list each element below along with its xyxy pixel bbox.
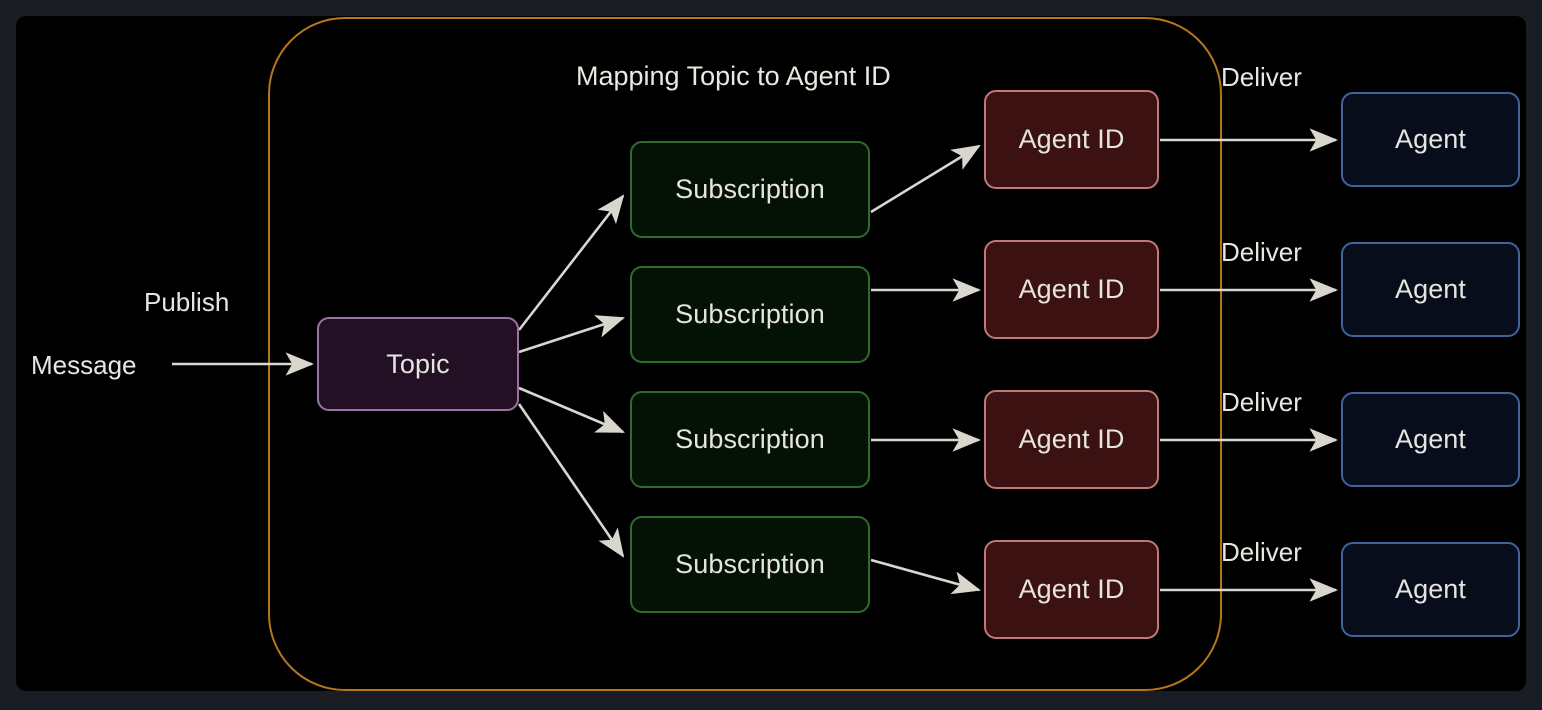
node-subscription-3[interactable]: Subscription — [630, 391, 870, 488]
node-subscription-2[interactable]: Subscription — [630, 266, 870, 363]
deliver-label-3: Deliver — [1221, 387, 1302, 417]
node-agent-4[interactable]: Agent — [1341, 542, 1520, 637]
node-agent-2[interactable]: Agent — [1341, 242, 1520, 337]
diagram-title: Mapping Topic to Agent ID — [576, 61, 891, 91]
node-agent-id-2[interactable]: Agent ID — [984, 240, 1159, 339]
node-subscription-1[interactable]: Subscription — [630, 141, 870, 238]
node-agent-id-3[interactable]: Agent ID — [984, 390, 1159, 489]
node-agent-id-1[interactable]: Agent ID — [984, 90, 1159, 189]
deliver-label-2: Deliver — [1221, 237, 1302, 267]
node-agent-1[interactable]: Agent — [1341, 92, 1520, 187]
deliver-label-1: Deliver — [1221, 62, 1302, 92]
node-agent-3[interactable]: Agent — [1341, 392, 1520, 487]
node-topic[interactable]: Topic — [317, 317, 519, 411]
message-label: Message — [31, 350, 137, 380]
node-subscription-4[interactable]: Subscription — [630, 516, 870, 613]
deliver-label-4: Deliver — [1221, 537, 1302, 567]
publish-label: Publish — [144, 287, 230, 317]
node-agent-id-4[interactable]: Agent ID — [984, 540, 1159, 639]
